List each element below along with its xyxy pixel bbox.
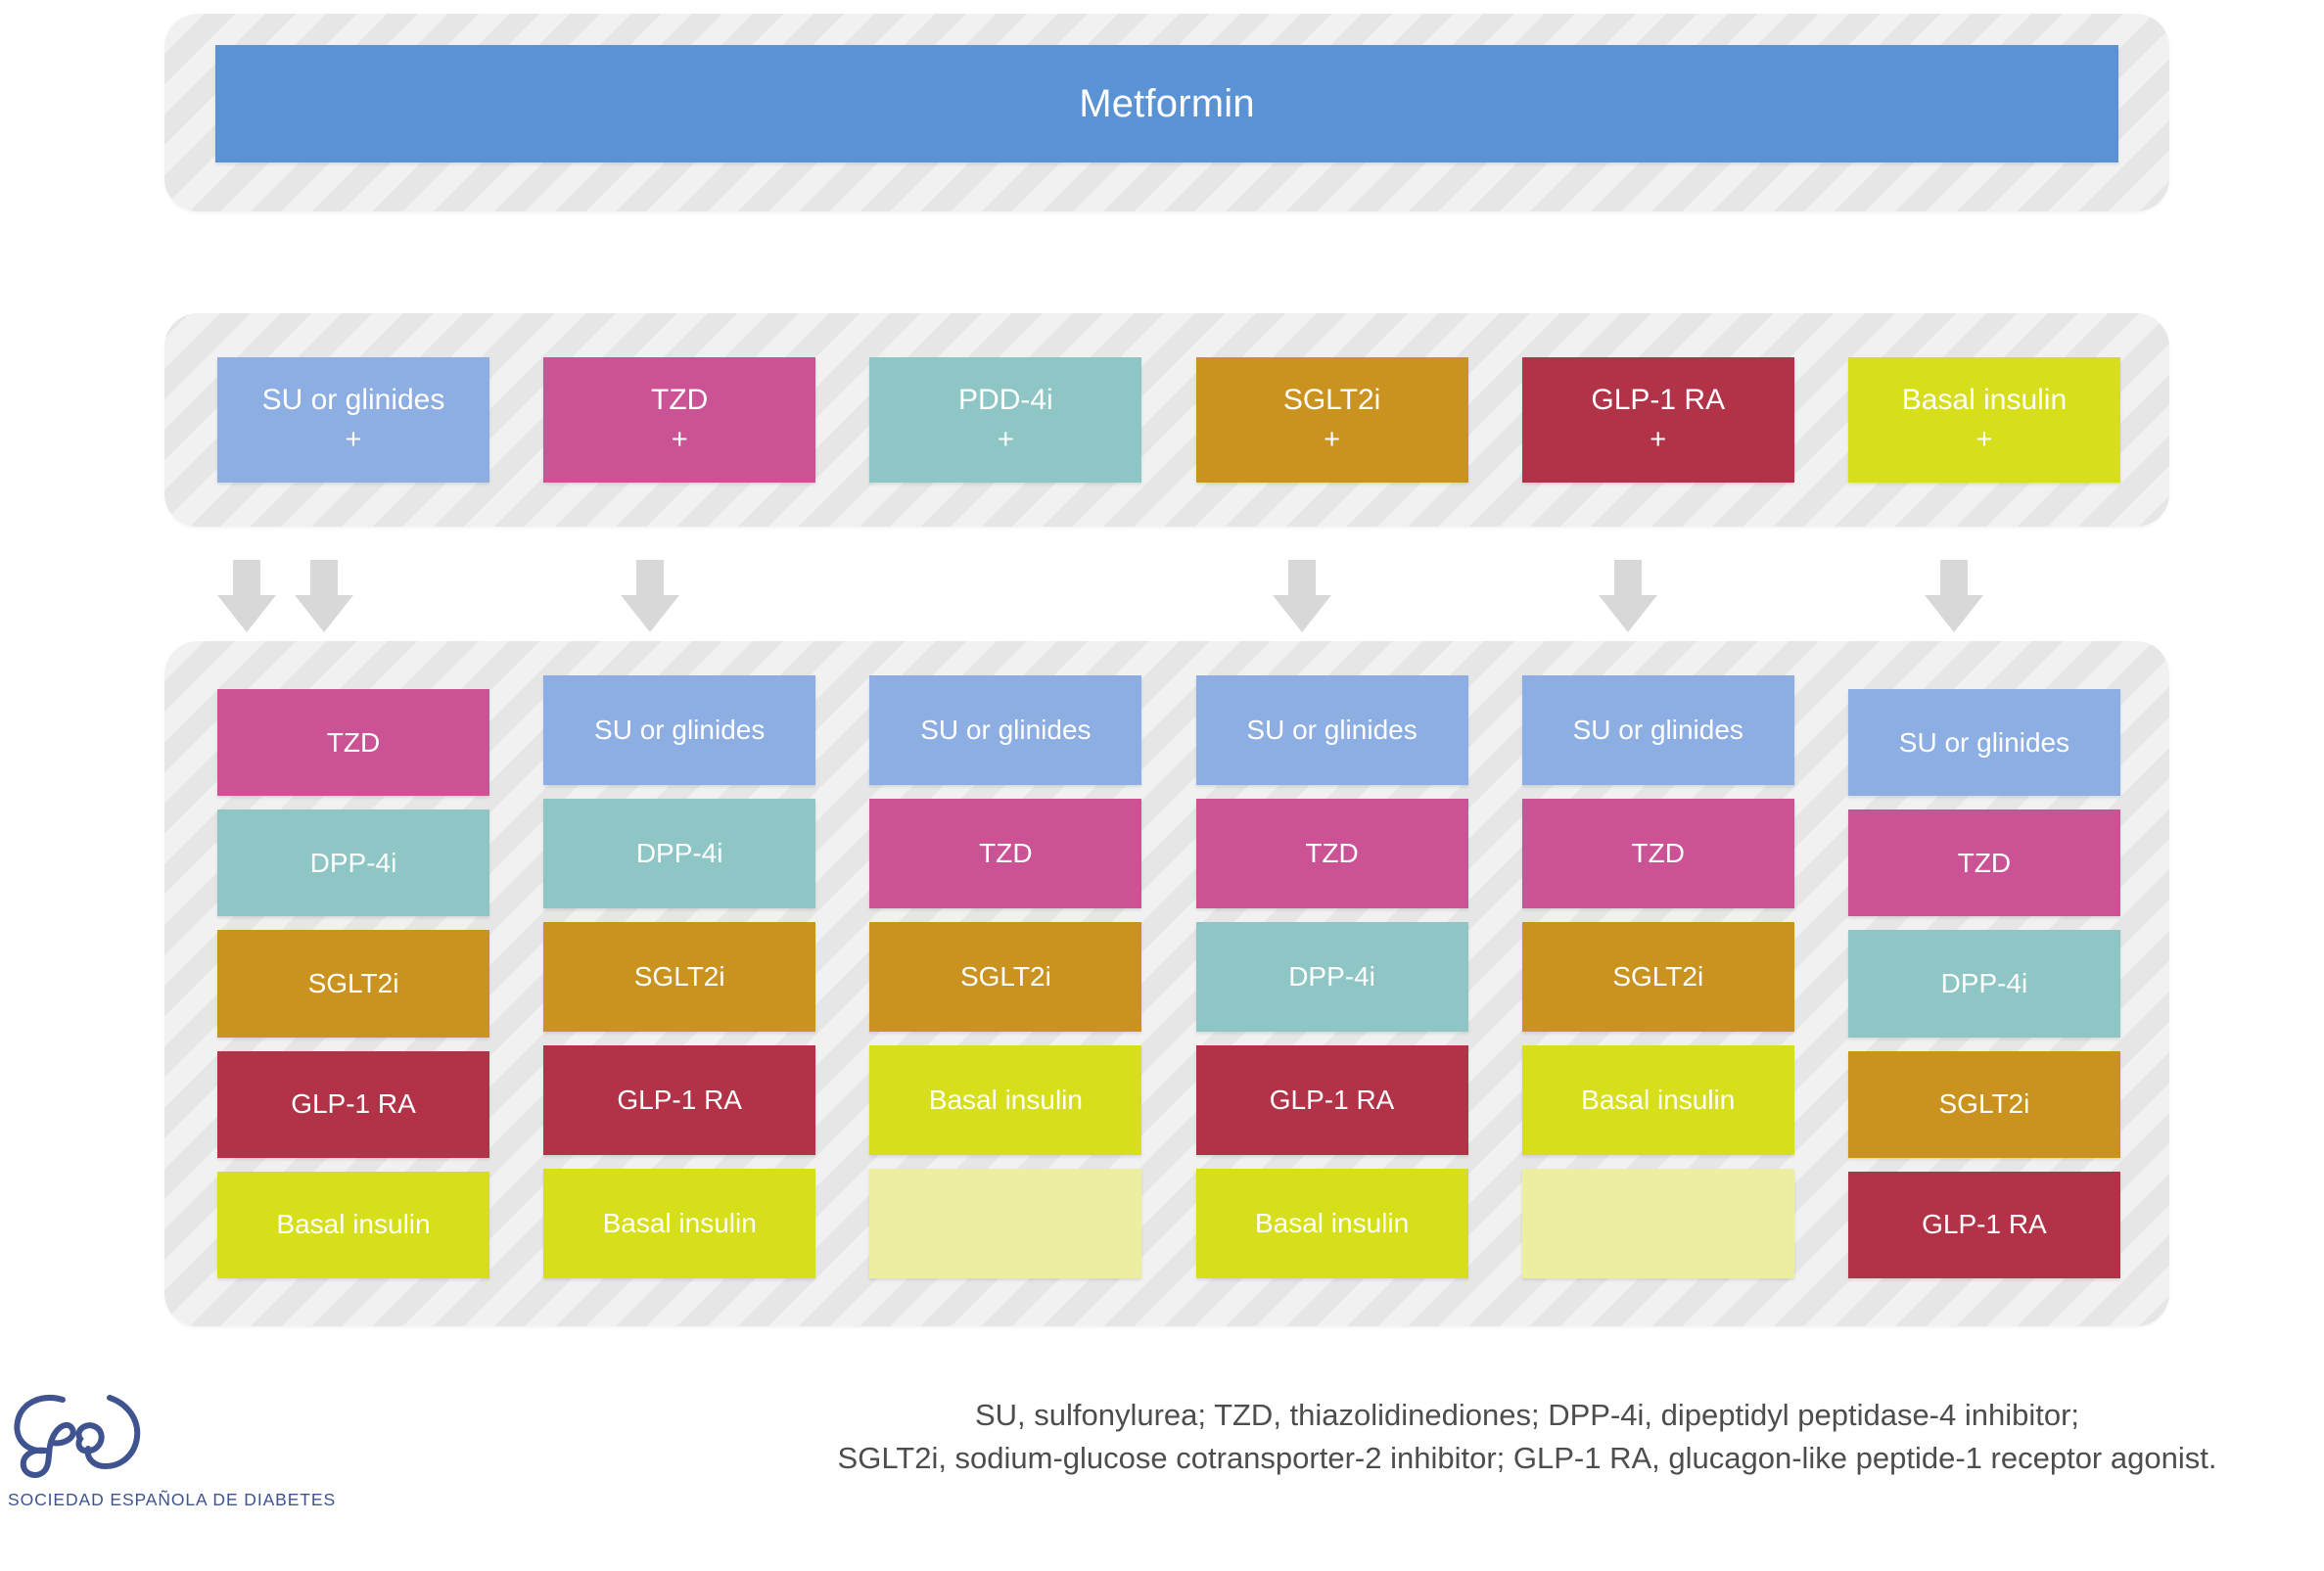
plus-symbol: + — [1650, 423, 1667, 455]
dual-box-tzd[interactable]: TZD + — [543, 357, 816, 483]
triple-cell[interactable]: TZD — [1847, 809, 2120, 917]
dual-therapy-panel — [164, 313, 2169, 527]
dual-therapy-row: SU or glinides + TZD + PDD-4i + SGLT2i +… — [217, 357, 2120, 483]
triple-cell[interactable]: DPP-4i — [1847, 930, 2120, 1038]
triple-cell[interactable]: SGLT2i — [1847, 1050, 2120, 1158]
down-arrow-icon — [1599, 560, 1657, 632]
triple-cell[interactable]: SU or glinides — [869, 675, 1142, 785]
down-arrow-icon — [217, 560, 276, 632]
triple-cell[interactable]: Basal insulin — [869, 1045, 1142, 1155]
triple-cell[interactable]: DPP-4i — [543, 799, 816, 908]
triple-cell[interactable]: GLP-1 RA — [1847, 1171, 2120, 1279]
sed-monogram-icon — [14, 1395, 141, 1478]
plus-symbol: + — [345, 423, 362, 455]
triple-cell[interactable]: SGLT2i — [869, 922, 1142, 1032]
logo-org-name: SOCIEDAD ESPAÑOLA DE DIABETES — [8, 1490, 337, 1509]
triple-cell[interactable]: TZD — [217, 689, 489, 797]
abbreviations-line-1: SU, sulfonylurea; TZD, thiazolidinedione… — [974, 1398, 2080, 1432]
dual-box-sglt2i[interactable]: SGLT2i + — [1195, 357, 1468, 483]
triple-cell-empty — [869, 1169, 1142, 1278]
down-arrow-icon — [1273, 560, 1331, 632]
metformin-bar[interactable]: Metformin — [215, 45, 2118, 162]
down-arrow-icon — [295, 560, 353, 632]
abbreviations-note: SU, sulfonylurea; TZD, thiazolidinedione… — [744, 1394, 2310, 1480]
triple-therapy-grid: TZD DPP-4i SGLT2i GLP-1 RA Basal insulin… — [217, 675, 2120, 1292]
triple-column-2: SU or glinides DPP-4i SGLT2i GLP-1 RA Ba… — [543, 675, 816, 1292]
triple-cell-empty — [1521, 1169, 1794, 1278]
triple-cell[interactable]: GLP-1 RA — [1195, 1045, 1468, 1155]
triple-cell[interactable]: SU or glinides — [543, 675, 816, 785]
dual-box-label: SGLT2i — [1282, 384, 1381, 417]
dual-box-pdd-4i[interactable]: PDD-4i + — [869, 357, 1142, 483]
triple-cell[interactable]: DPP-4i — [217, 809, 489, 917]
triple-cell[interactable]: TZD — [869, 799, 1142, 908]
triple-cell[interactable]: TZD — [1521, 799, 1794, 908]
triple-cell[interactable]: Basal insulin — [1195, 1169, 1468, 1278]
triple-cell[interactable]: Basal insulin — [1521, 1045, 1794, 1155]
triple-cell[interactable]: SU or glinides — [1847, 689, 2120, 797]
triple-cell[interactable]: SGLT2i — [1521, 922, 1794, 1032]
triple-column-4: SU or glinides TZD DPP-4i GLP-1 RA Basal… — [1195, 675, 1468, 1292]
down-arrow-icon — [621, 560, 679, 632]
dual-box-label: PDD-4i — [958, 384, 1053, 417]
triple-cell[interactable]: Basal insulin — [217, 1171, 489, 1279]
triple-cell[interactable]: SGLT2i — [543, 922, 816, 1032]
triple-cell[interactable]: SU or glinides — [1521, 675, 1794, 785]
triple-column-6: SU or glinides TZD DPP-4i SGLT2i GLP-1 R… — [1847, 675, 2120, 1292]
down-arrow-icon — [1925, 560, 1983, 632]
triple-cell[interactable]: Basal insulin — [543, 1169, 816, 1278]
dual-box-basal-insulin[interactable]: Basal insulin + — [1847, 357, 2120, 483]
dual-box-label: TZD — [651, 384, 709, 417]
plus-symbol: + — [1975, 423, 1993, 455]
plus-symbol: + — [671, 423, 688, 455]
dual-box-su-or-glinides[interactable]: SU or glinides + — [217, 357, 489, 483]
triple-therapy-panel — [164, 641, 2169, 1326]
dual-box-label: SU or glinides — [261, 384, 445, 417]
triple-cell[interactable]: GLP-1 RA — [217, 1050, 489, 1158]
dual-box-label: Basal insulin — [1901, 384, 2068, 417]
triple-cell[interactable]: SU or glinides — [1195, 675, 1468, 785]
sed-logo: SOCIEDAD ESPAÑOLA DE DIABETES — [8, 1388, 341, 1510]
dual-box-label: GLP-1 RA — [1591, 384, 1726, 417]
triple-cell[interactable]: TZD — [1195, 799, 1468, 908]
triple-column-3: SU or glinides TZD SGLT2i Basal insulin — [869, 675, 1142, 1292]
triple-cell[interactable]: SGLT2i — [217, 930, 489, 1038]
triple-column-5: SU or glinides TZD SGLT2i Basal insulin — [1521, 675, 1794, 1292]
triple-column-1: TZD DPP-4i SGLT2i GLP-1 RA Basal insulin — [217, 675, 489, 1292]
plus-symbol: + — [1324, 423, 1341, 455]
plus-symbol: + — [997, 423, 1014, 455]
abbreviations-line-2: SGLT2i, sodium-glucose cotransporter-2 i… — [837, 1441, 2217, 1476]
dual-box-glp-1-ra[interactable]: GLP-1 RA + — [1521, 357, 1794, 483]
triple-cell[interactable]: DPP-4i — [1195, 922, 1468, 1032]
arrow-row — [217, 560, 2120, 632]
triple-cell[interactable]: GLP-1 RA — [543, 1045, 816, 1155]
